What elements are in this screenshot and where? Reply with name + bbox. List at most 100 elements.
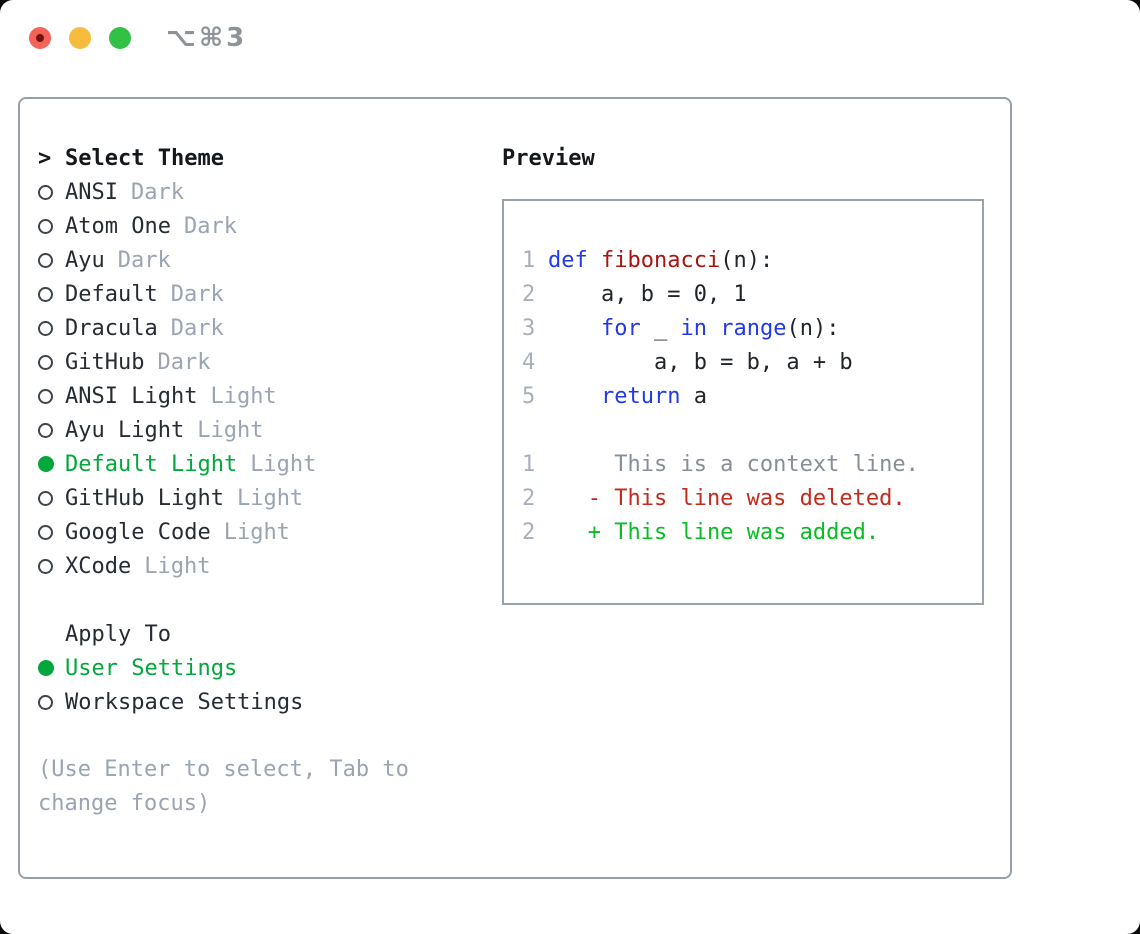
line-number: 1 xyxy=(522,452,536,477)
line-number: 1 xyxy=(522,248,536,273)
theme-option-github[interactable]: GitHub Dark xyxy=(38,345,502,379)
apply-option-user-settings[interactable]: User Settings xyxy=(38,651,502,685)
code-token-plain: _ xyxy=(640,316,681,341)
theme-variant-label: Light xyxy=(144,553,211,579)
option-label: Default Light xyxy=(65,451,238,477)
line-number: 4 xyxy=(522,350,536,375)
option-label: Dracula xyxy=(65,315,158,341)
select-theme-heading-label: Select Theme xyxy=(65,145,224,171)
close-dot-icon xyxy=(36,34,44,42)
option-label: ANSI xyxy=(65,179,118,205)
option-label: GitHub Light xyxy=(65,485,224,511)
apply-option-workspace-settings[interactable]: Workspace Settings xyxy=(38,685,502,719)
code-line: 1 This is a context line. xyxy=(522,448,974,482)
radio-icon xyxy=(38,558,65,574)
theme-variant-label: Light xyxy=(250,451,317,477)
option-label: Default xyxy=(65,281,158,307)
apply-to-heading-label: Apply To xyxy=(65,621,171,647)
radio-icon xyxy=(38,694,65,710)
radio-selected-icon xyxy=(38,660,65,676)
theme-option-ayu-light[interactable]: Ayu Light Light xyxy=(38,413,502,447)
radio-selected-icon xyxy=(38,456,65,472)
option-label: GitHub xyxy=(65,349,145,375)
theme-option-github-light[interactable]: GitHub Light Light xyxy=(38,481,502,515)
theme-option-atom-one[interactable]: Atom One Dark xyxy=(38,209,502,243)
code-token-plain: a, b = 0, 1 xyxy=(548,282,747,307)
theme-variant-label: Dark xyxy=(170,281,224,307)
line-number: 3 xyxy=(522,316,536,341)
traffic-lights xyxy=(29,27,131,49)
code-token-del: - This line was deleted. xyxy=(548,486,906,511)
line-number: 5 xyxy=(522,384,536,409)
radio-icon xyxy=(38,286,65,302)
theme-variant-label: Light xyxy=(236,485,304,511)
theme-option-ansi[interactable]: ANSI Dark xyxy=(38,175,502,209)
radio-icon xyxy=(38,422,65,438)
option-label: Google Code xyxy=(65,519,211,545)
option-label: Workspace Settings xyxy=(65,689,304,715)
titlebar: ⌥⌘3 xyxy=(0,0,1140,97)
theme-variant-label: Dark xyxy=(183,213,237,239)
option-label: Ayu Light xyxy=(65,417,185,443)
theme-variant-label: Dark xyxy=(117,247,171,273)
minimize-button[interactable] xyxy=(69,27,91,49)
code-line: 2 a, b = 0, 1 xyxy=(522,278,974,312)
spacer xyxy=(38,583,502,617)
code-token-plain xyxy=(548,316,601,341)
code-token-plain xyxy=(707,316,720,341)
window-title: ⌥⌘3 xyxy=(166,23,248,53)
zoom-button[interactable] xyxy=(109,27,131,49)
code-line: 4 a, b = b, a + b xyxy=(522,346,974,380)
theme-variant-label: Light xyxy=(223,519,290,545)
theme-variant-label: Dark xyxy=(170,315,224,341)
radio-icon xyxy=(38,184,65,200)
hint-text: (Use Enter to select, Tab to change focu… xyxy=(38,757,409,816)
theme-variant-label: Light xyxy=(197,417,264,443)
select-theme-heading: > Select Theme xyxy=(38,141,502,175)
code-token-plain xyxy=(588,248,601,273)
apply-to-heading: Apply To xyxy=(38,617,502,651)
radio-icon xyxy=(38,354,65,370)
code-token-ctx: This is a context line. xyxy=(548,452,919,477)
cursor-arrow-icon: > xyxy=(38,145,52,171)
theme-option-dracula[interactable]: Dracula Dark xyxy=(38,311,502,345)
option-label: User Settings xyxy=(65,655,238,681)
code-line: 2 + This line was added. xyxy=(522,516,974,550)
radio-icon xyxy=(38,252,65,268)
code-token-kw: for xyxy=(600,316,641,341)
theme-option-google-code[interactable]: Google Code Light xyxy=(38,515,502,549)
theme-variant-label: Dark xyxy=(130,179,184,205)
theme-option-default-light[interactable]: Default Light Light xyxy=(38,447,502,481)
code-token-add: + This line was added. xyxy=(548,520,880,545)
option-label: ANSI Light xyxy=(65,383,198,409)
code-token-kw: def xyxy=(548,248,588,273)
code-line: 3 for _ in range(n): xyxy=(522,312,974,346)
theme-option-default[interactable]: Default Dark xyxy=(38,277,502,311)
code-token-kw: range xyxy=(720,316,787,341)
code-line: 2 - This line was deleted. xyxy=(522,482,974,516)
line-number: 2 xyxy=(522,520,536,545)
line-number: 2 xyxy=(522,282,536,307)
theme-variant-label: Dark xyxy=(157,349,211,375)
preview-heading: Preview xyxy=(502,141,984,175)
close-button[interactable] xyxy=(29,27,51,49)
radio-icon xyxy=(38,490,65,506)
option-label: Atom One xyxy=(65,213,171,239)
code-line: 5 return a xyxy=(522,380,974,414)
radio-icon xyxy=(38,388,65,404)
code-token-plain: (n): xyxy=(786,316,840,341)
spacer xyxy=(38,719,502,753)
radio-icon xyxy=(38,320,65,336)
code-token-plain: a xyxy=(680,384,707,409)
